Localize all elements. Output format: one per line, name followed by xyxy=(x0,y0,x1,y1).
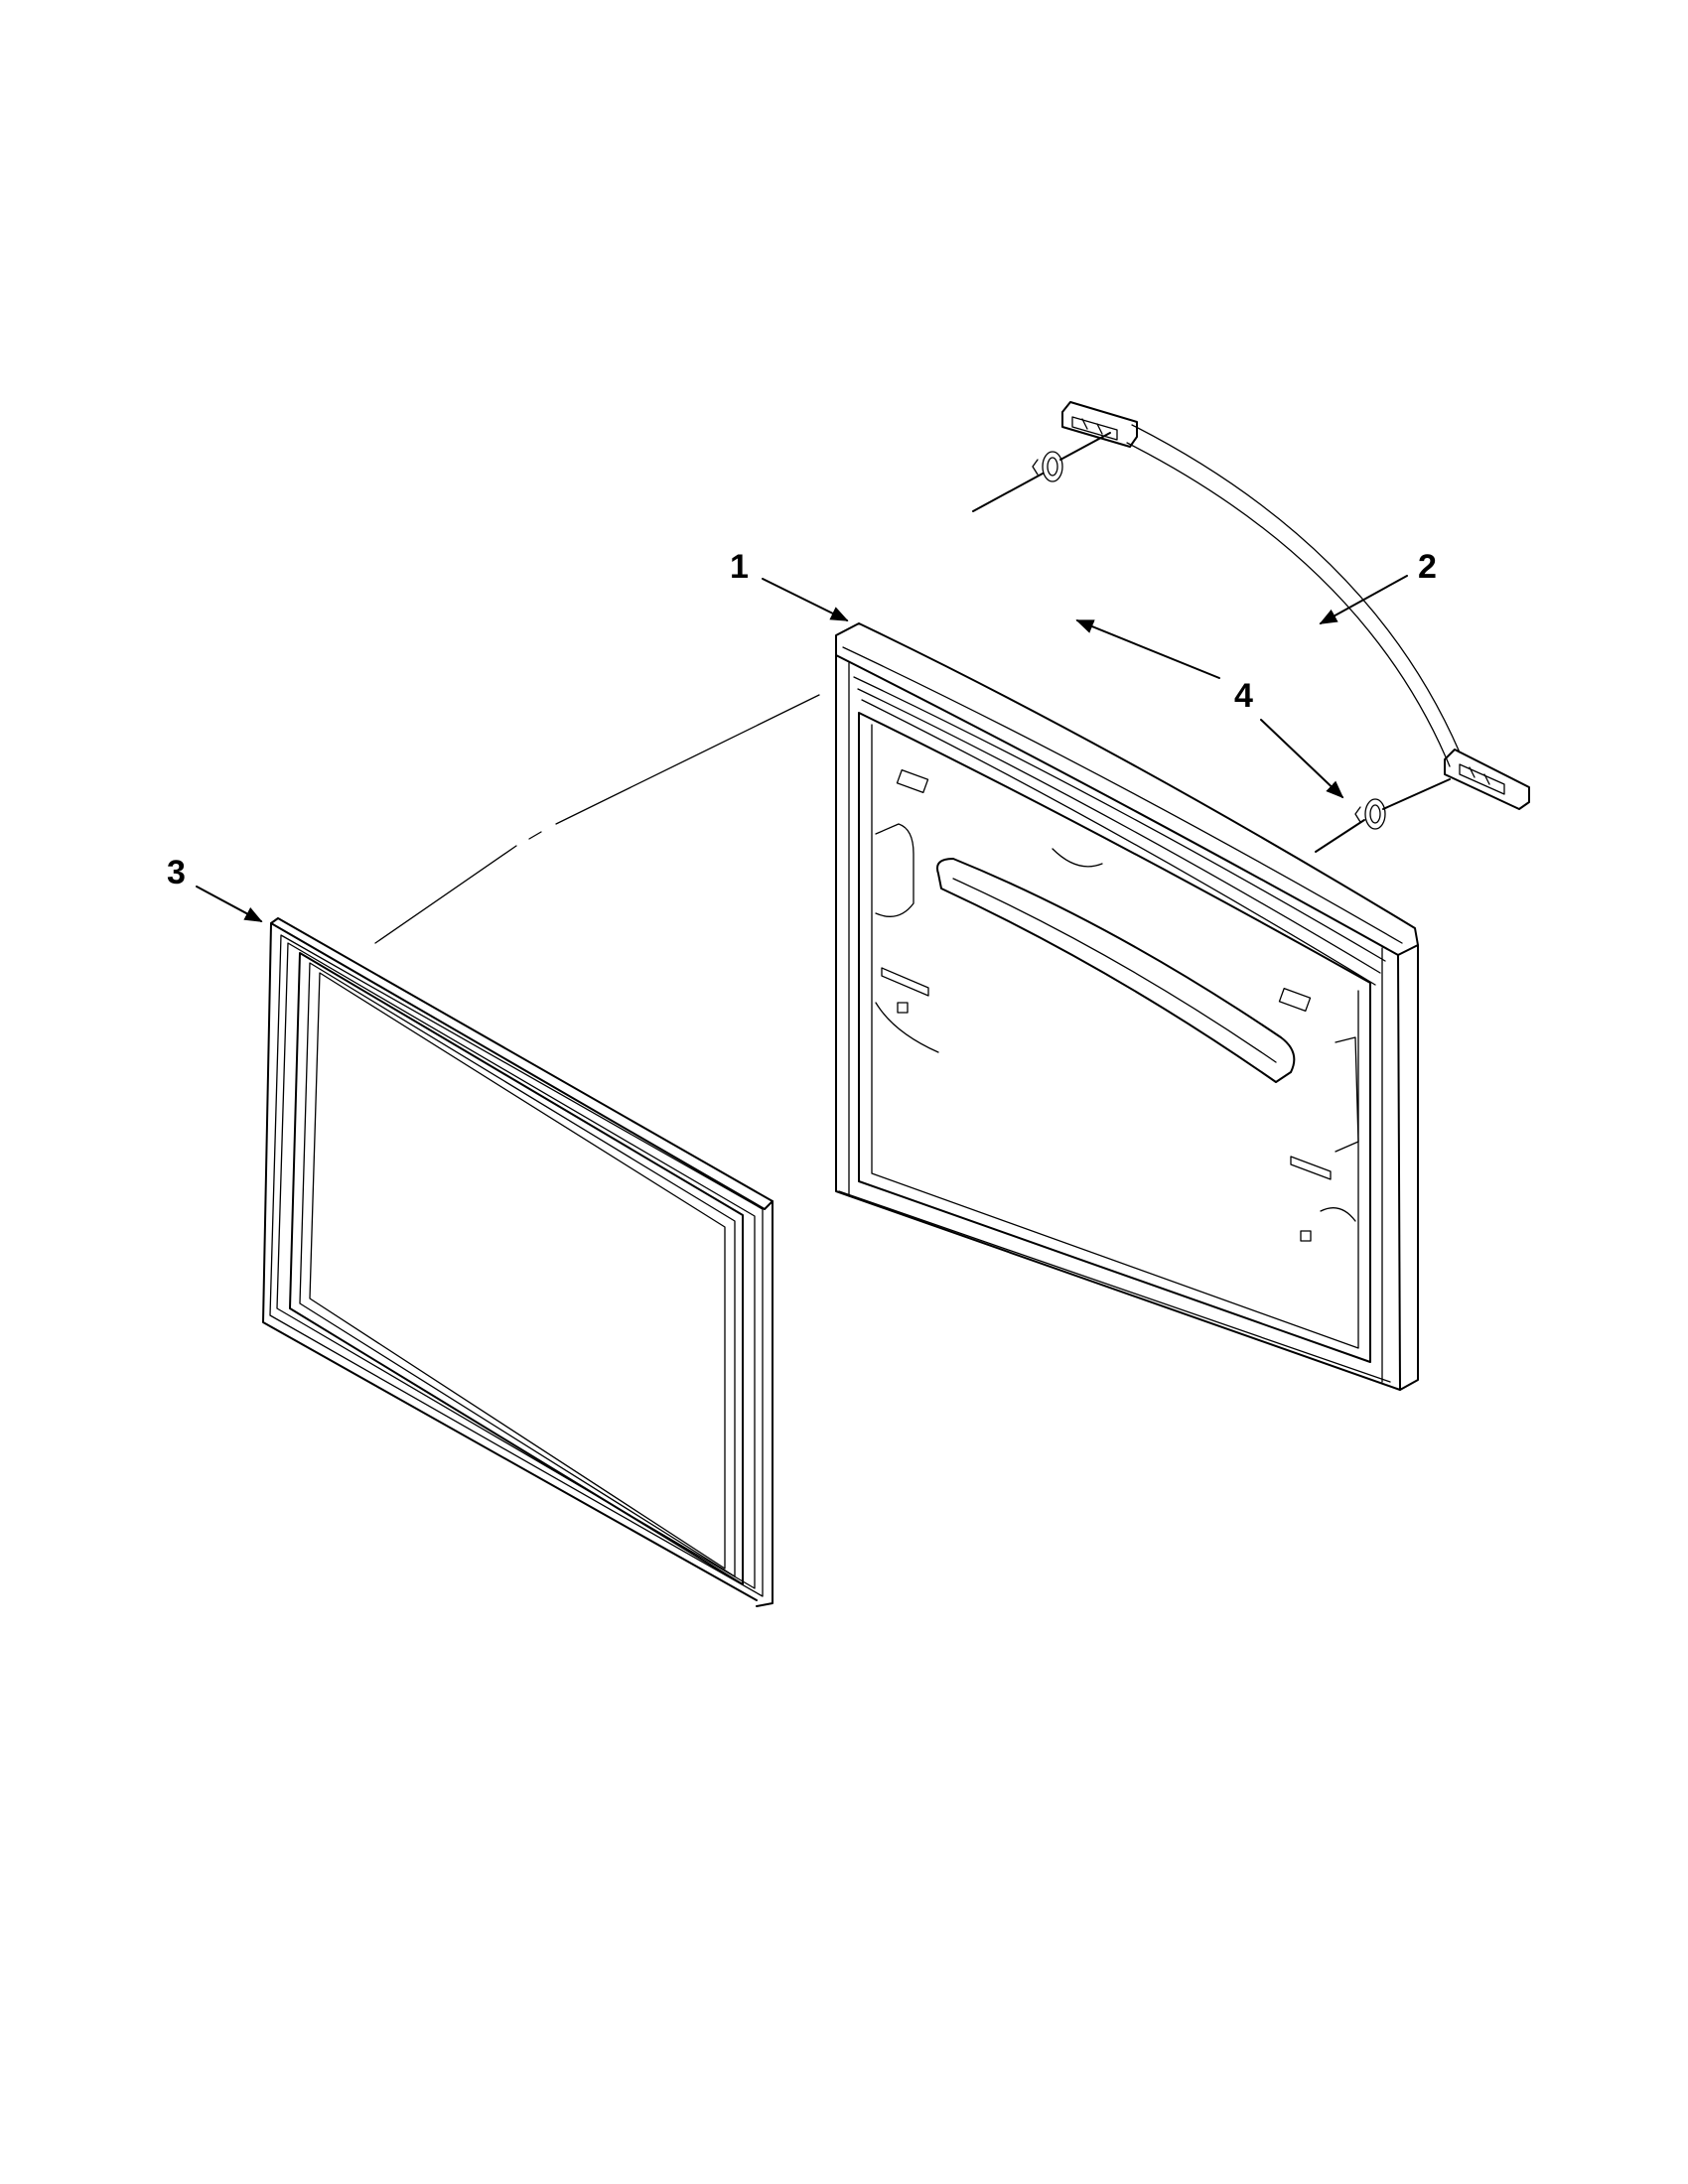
callout-label-2: 2 xyxy=(1418,548,1437,586)
callout-label-1: 1 xyxy=(730,548,749,586)
callout-leader-4b xyxy=(1260,719,1344,799)
callout-leader-2 xyxy=(1319,575,1408,624)
callout-4: 4 xyxy=(1075,619,1344,799)
callout-3: 3 xyxy=(167,854,263,922)
callout-leader-3 xyxy=(196,886,263,922)
mounting-screw-lower xyxy=(1315,778,1451,853)
alignment-line xyxy=(374,694,820,944)
callout-1: 1 xyxy=(730,548,849,621)
callout-label-4: 4 xyxy=(1234,677,1253,715)
freezer-door-part xyxy=(835,622,1419,1391)
callout-leader-4a xyxy=(1075,619,1220,679)
callout-2: 2 xyxy=(1319,548,1437,624)
door-handle-part xyxy=(1061,401,1530,810)
callout-label-3: 3 xyxy=(167,854,186,891)
callout-leader-1 xyxy=(762,578,849,621)
mounting-screw-upper xyxy=(972,432,1111,512)
door-gasket-part xyxy=(262,917,774,1607)
